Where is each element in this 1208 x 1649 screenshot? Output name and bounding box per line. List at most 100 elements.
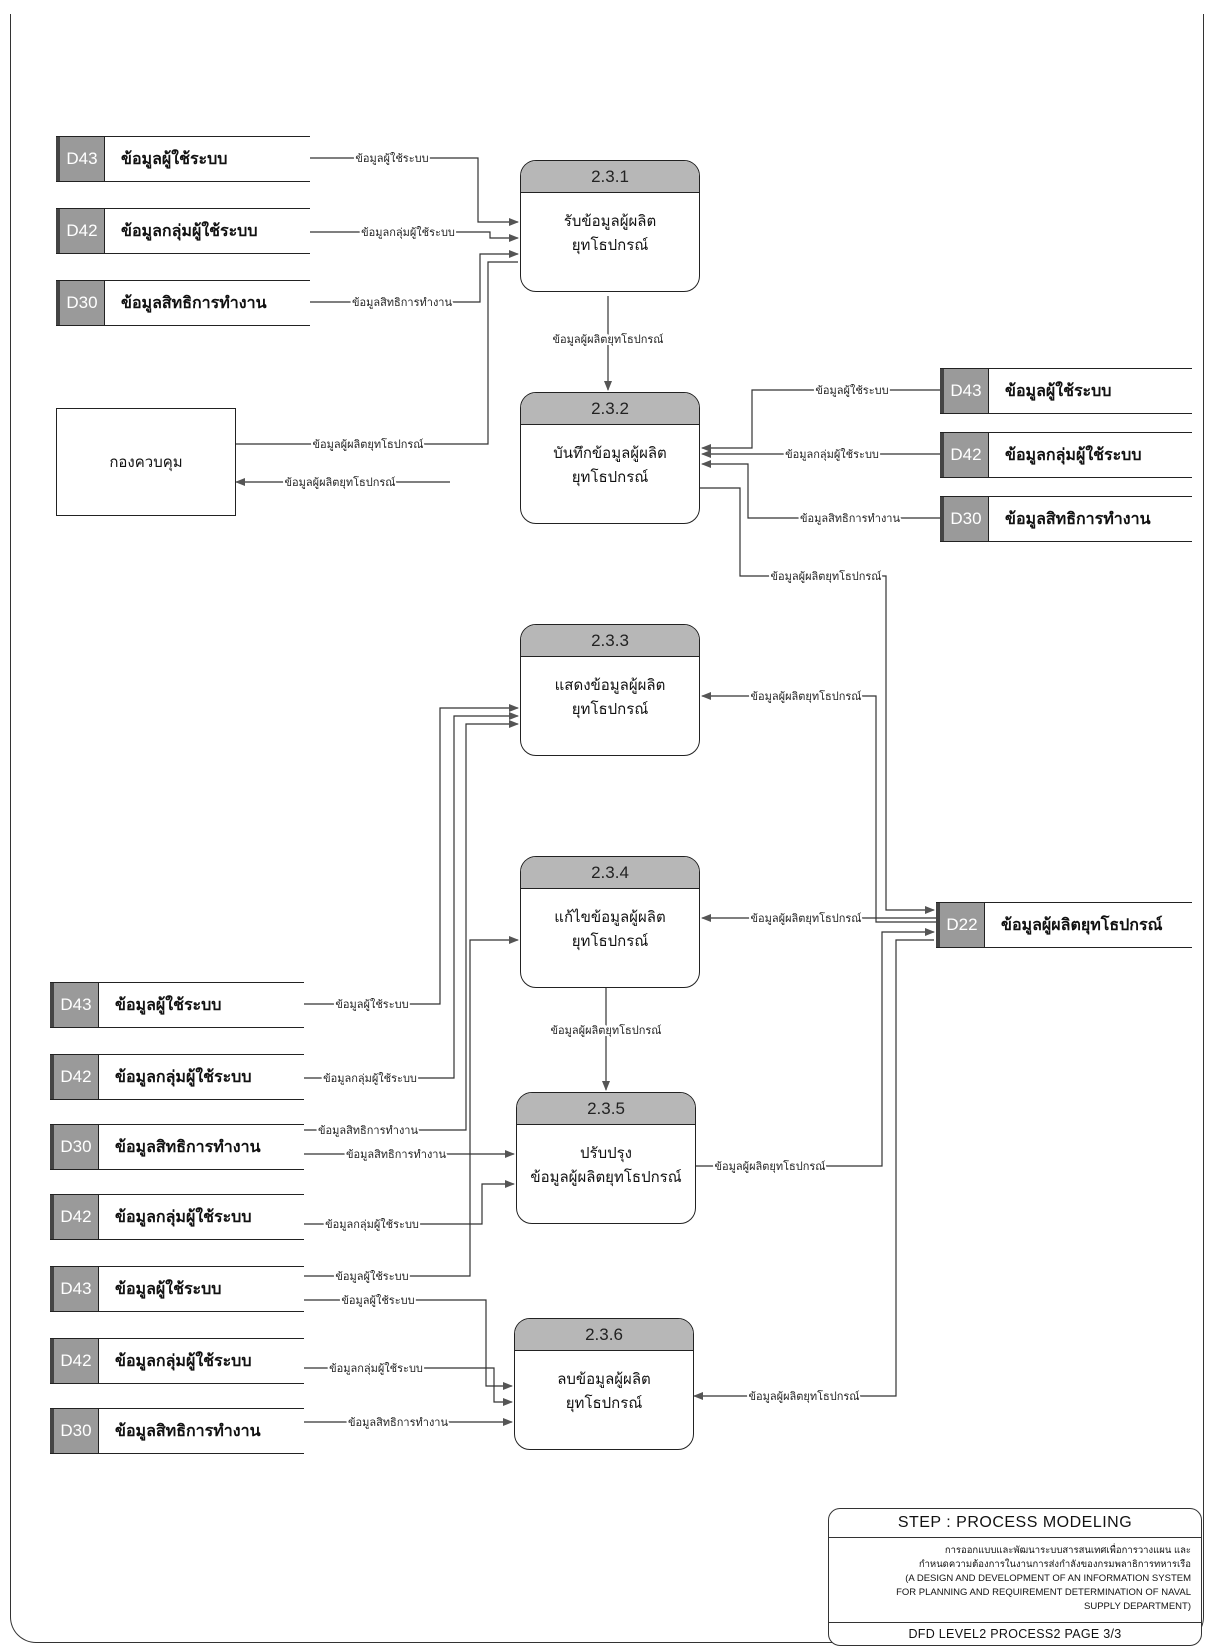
- data-flow-line: [304, 1180, 515, 1225]
- store-id: D42: [940, 433, 989, 477]
- process-name-line: ข้อมูลผู้ผลิตยุทโธปกรณ์: [530, 1168, 682, 1186]
- data-flow-label: ข้อมูลผู้ใช้ระบบ: [341, 1294, 414, 1307]
- process-number: 2.3.1: [521, 161, 699, 193]
- data-flow-label: ข้อมูลกลุ่มผู้ใช้ระบบ: [785, 448, 879, 461]
- data-flow-label: ข้อมูลสิทธิการทำงาน: [348, 1416, 449, 1429]
- process-2-3-1: 2.3.1 รับข้อมูลผู้ผลิต ยุทโธปกรณ์: [520, 160, 700, 292]
- process-name: แสดงข้อมูลผู้ผลิต ยุทโธปกรณ์: [521, 657, 699, 721]
- process-number: 2.3.4: [521, 857, 699, 889]
- process-name-line: ยุทโธปกรณ์: [571, 468, 649, 486]
- process-number: 2.3.5: [517, 1093, 695, 1125]
- data-flow-line: [701, 389, 940, 452]
- data-flow-label: ข้อมูลสิทธิการทำงาน: [346, 1148, 447, 1161]
- data-store-d22: D22 ข้อมูลผู้ผลิตยุทโธปกรณ์: [936, 902, 1192, 948]
- data-store-d30: D30 ข้อมูลสิทธิการทำงาน: [50, 1408, 304, 1454]
- title-block: STEP : PROCESS MODELING การออกแบบและพัฒน…: [828, 1508, 1202, 1646]
- data-flow-label: ข้อมูลกลุ่มผู้ใช้ระบบ: [329, 1362, 423, 1375]
- title-line: FOR PLANNING AND REQUIREMENT DETERMINATI…: [896, 1587, 1191, 1598]
- data-flow-line: [310, 250, 519, 303]
- data-store-d43: D43 ข้อมูลผู้ใช้ระบบ: [940, 368, 1192, 414]
- store-id: D43: [940, 369, 989, 413]
- data-flow-label: ข้อมูลผู้ใช้ระบบ: [815, 384, 888, 397]
- data-flow-label: ข้อมูลสิทธิการทำงาน: [318, 1124, 419, 1137]
- store-id: D43: [50, 983, 99, 1027]
- store-id: D42: [56, 209, 105, 253]
- process-name: ปรับปรุง ข้อมูลผู้ผลิตยุทโธปกรณ์: [517, 1125, 695, 1189]
- data-flow-line: [701, 692, 936, 923]
- data-store-d30: D30 ข้อมูลสิทธิการทำงาน: [940, 496, 1192, 542]
- data-flow-label: ข้อมูลผู้ผลิตยุทโธปกรณ์: [715, 1159, 826, 1173]
- store-name: ข้อมูลผู้ใช้ระบบ: [121, 148, 228, 168]
- title-step: STEP : PROCESS MODELING: [829, 1509, 1201, 1538]
- process-name-line: ปรับปรุง: [579, 1144, 632, 1162]
- data-flow-label: ข้อมูลผู้ใช้ระบบ: [335, 998, 408, 1011]
- title-line: กำหนดความต้องการในงานการส่งกำลังของกรมพล…: [918, 1559, 1191, 1570]
- store-name: ข้อมูลกลุ่มผู้ใช้ระบบ: [115, 1206, 252, 1226]
- data-flow-line: [234, 261, 518, 445]
- process-name: แก้ไขข้อมูลผู้ผลิต ยุทโธปกรณ์: [521, 889, 699, 953]
- data-flow-label: ข้อมูลผู้ผลิตยุทโธปกรณ์: [771, 569, 882, 583]
- data-flow-label: ข้อมูลผู้ผลิตยุทโธปกรณ์: [751, 689, 862, 703]
- data-store-d43: D43 ข้อมูลผู้ใช้ระบบ: [50, 982, 304, 1028]
- process-number: 2.3.3: [521, 625, 699, 657]
- data-flow-line: [304, 1367, 513, 1406]
- data-store-d42: D42 ข้อมูลกลุ่มผู้ใช้ระบบ: [50, 1194, 304, 1240]
- process-name: ลบข้อมูลผู้ผลิต ยุทโธปกรณ์: [515, 1351, 693, 1415]
- store-name: ข้อมูลกลุ่มผู้ใช้ระบบ: [121, 220, 258, 240]
- data-flow-label: ข้อมูลสิทธิการทำงาน: [352, 296, 453, 309]
- store-name: ข้อมูลผู้ใช้ระบบ: [115, 1278, 222, 1298]
- process-name: รับข้อมูลผู้ผลิต ยุทโธปกรณ์: [521, 193, 699, 257]
- data-flow-line: [304, 712, 519, 1079]
- data-store-d30: D30 ข้อมูลสิทธิการทำงาน: [56, 280, 310, 326]
- store-name: ข้อมูลกลุ่มผู้ใช้ระบบ: [1005, 444, 1142, 464]
- process-name-line: บันทึกข้อมูลผู้ผลิต: [553, 444, 667, 462]
- data-flow-label: ข้อมูลผู้ผลิตยุทโธปกรณ์: [551, 1023, 662, 1037]
- store-id: D30: [50, 1409, 99, 1453]
- data-flow-label: ข้อมูลกลุ่มผู้ใช้ระบบ: [323, 1072, 417, 1085]
- store-name: ข้อมูลสิทธิการทำงาน: [115, 1136, 261, 1156]
- store-id: D42: [50, 1055, 99, 1099]
- process-name-line: แก้ไขข้อมูลผู้ผลิต: [554, 908, 666, 926]
- data-flow-line: [304, 720, 519, 1131]
- store-id: D22: [936, 903, 985, 947]
- store-name: ข้อมูลผู้ผลิตยุทโธปกรณ์: [1001, 914, 1163, 934]
- store-id: D30: [50, 1125, 99, 1169]
- data-flow-label: ข้อมูลกลุ่มผู้ใช้ระบบ: [325, 1218, 419, 1231]
- store-name: ข้อมูลผู้ใช้ระบบ: [1005, 380, 1112, 400]
- data-store-d43: D43 ข้อมูลผู้ใช้ระบบ: [50, 1266, 304, 1312]
- store-name: ข้อมูลสิทธิการทำงาน: [121, 292, 267, 312]
- title-description: การออกแบบและพัฒนาระบบสารสนเทศเพื่อการวาง…: [829, 1538, 1201, 1614]
- process-name-line: ยุทโธปกรณ์: [571, 932, 649, 950]
- process-2-3-2: 2.3.2 บันทึกข้อมูลผู้ผลิต ยุทโธปกรณ์: [520, 392, 700, 524]
- data-flow-line: [693, 939, 934, 1400]
- external-entity: กองควบคุม: [56, 408, 236, 516]
- data-flow-line: [304, 1299, 513, 1390]
- data-store-d42: D42 ข้อมูลกลุ่มผู้ใช้ระบบ: [50, 1054, 304, 1100]
- store-id: D43: [56, 137, 105, 181]
- title-line: การออกแบบและพัฒนาระบบสารสนเทศเพื่อการวาง…: [944, 1545, 1191, 1556]
- process-name-line: ยุทโธปกรณ์: [571, 700, 649, 718]
- store-name: ข้อมูลกลุ่มผู้ใช้ระบบ: [115, 1066, 252, 1086]
- data-flow-label: ข้อมูลผู้ผลิตยุทโธปกรณ์: [313, 437, 424, 451]
- process-name-line: ยุทโธปกรณ์: [571, 236, 649, 254]
- data-flow-line: [304, 936, 519, 1277]
- data-store-d42: D42 ข้อมูลกลุ่มผู้ใช้ระบบ: [50, 1338, 304, 1384]
- data-store-d42: D42 ข้อมูลกลุ่มผู้ใช้ระบบ: [56, 208, 310, 254]
- store-name: ข้อมูลสิทธิการทำงาน: [1005, 508, 1151, 528]
- data-store-d30: D30 ข้อมูลสิทธิการทำงาน: [50, 1124, 304, 1170]
- title-line: SUPPLY DEPARTMENT): [1084, 1601, 1191, 1612]
- store-id: D30: [940, 497, 989, 541]
- data-store-d43: D43 ข้อมูลผู้ใช้ระบบ: [56, 136, 310, 182]
- data-flow-label: ข้อมูลผู้ใช้ระบบ: [355, 152, 428, 165]
- data-flow-label: ข้อมูลผู้ใช้ระบบ: [335, 1270, 408, 1283]
- title-line: (A DESIGN AND DEVELOPMENT OF AN INFORMAT…: [905, 1573, 1191, 1584]
- process-name-line: แสดงข้อมูลผู้ผลิต: [554, 676, 666, 694]
- data-flow-label: ข้อมูลสิทธิการทำงาน: [800, 512, 901, 525]
- process-name-line: รับข้อมูลผู้ผลิต: [563, 212, 657, 230]
- title-footer: DFD LEVEL2 PROCESS2 PAGE 3/3: [829, 1622, 1201, 1645]
- data-flow-line: [701, 460, 940, 519]
- process-number: 2.3.6: [515, 1319, 693, 1351]
- store-id: D42: [50, 1339, 99, 1383]
- store-id: D43: [50, 1267, 99, 1311]
